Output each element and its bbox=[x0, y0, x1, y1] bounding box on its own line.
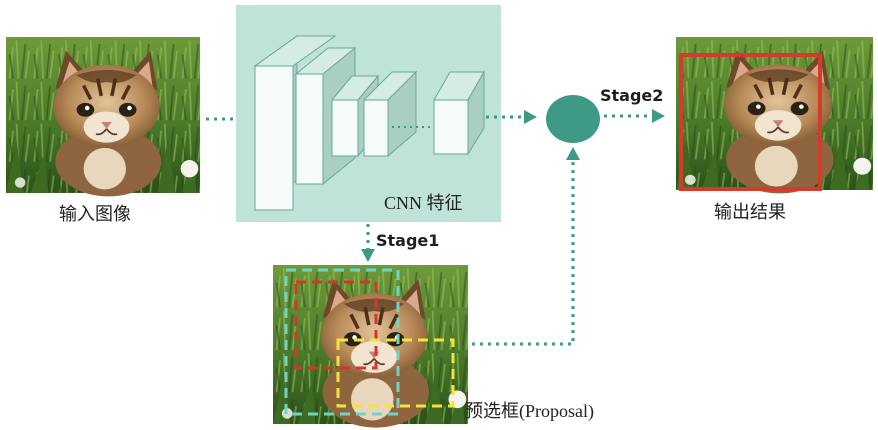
stage2-label: Stage2 bbox=[600, 86, 664, 105]
arrow-cnn-to-node bbox=[486, 110, 537, 124]
arrow-node-to-output bbox=[604, 109, 665, 123]
cnn-layer-4 bbox=[362, 70, 418, 158]
arrow-proposals-to-node bbox=[472, 147, 580, 346]
proposal-box-yellow bbox=[336, 338, 455, 408]
proposal-box-red bbox=[294, 280, 378, 370]
cnn-feature-label: CNN 特征 bbox=[384, 193, 463, 213]
proposal-label: 预选框(Proposal) bbox=[465, 401, 594, 421]
detection-box bbox=[679, 53, 822, 191]
output-image bbox=[674, 35, 875, 196]
cnn-layer-1 bbox=[253, 35, 337, 211]
fusion-node bbox=[546, 95, 600, 143]
stage1-label: Stage1 bbox=[376, 231, 440, 250]
cnn-layer-5 bbox=[433, 70, 485, 156]
output-result-label: 输出结果 bbox=[714, 202, 786, 223]
input-image bbox=[4, 35, 202, 199]
input-image-label: 输入图像 bbox=[59, 204, 131, 225]
arrow-cnn-to-proposals bbox=[361, 224, 375, 262]
proposal-box-teal bbox=[284, 268, 400, 416]
proposal-image bbox=[271, 263, 470, 430]
